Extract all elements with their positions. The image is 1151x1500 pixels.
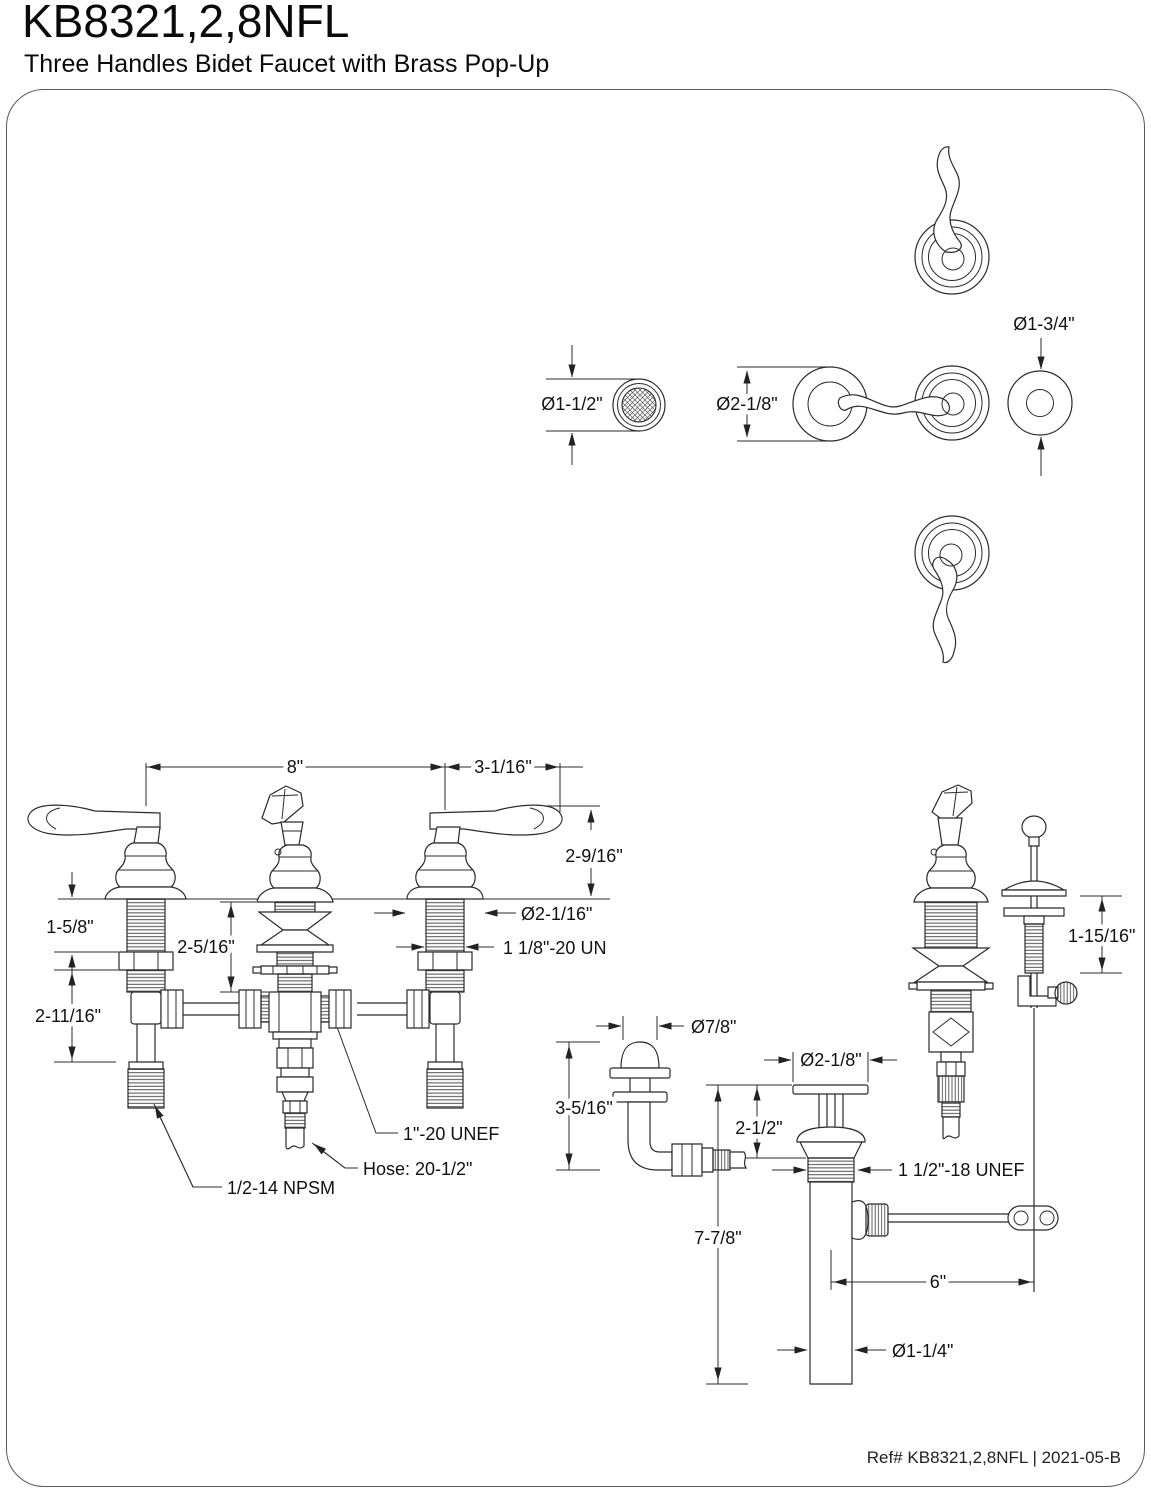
dimension-labels: Ø1-1/2" Ø2-1/8" Ø1-3/4" 8" 3-1/16" 2-9/1… [30, 314, 1140, 1361]
dim-supply-length: 2-11/16" [35, 1006, 101, 1026]
drawing-border [6, 89, 1145, 1487]
dim-overall-height: 7-7/8" [694, 1228, 741, 1248]
dim-escutcheon-diameter: Ø2-1/8" [716, 394, 777, 414]
dim-supply-thread: 1/2-14 NPSM [227, 1178, 335, 1198]
dim-lift-rod-height: 1-15/16" [1068, 926, 1135, 946]
popup-linkage [777, 1008, 1058, 1354]
dim-spread: 8" [287, 757, 303, 777]
left-handle [28, 805, 186, 1108]
faucet-front-view [28, 786, 610, 1149]
popup-drain [793, 1085, 888, 1384]
handle-top-view-middle [838, 366, 989, 440]
dim-shank-thread: 1 1/8"-20 UN [503, 938, 606, 958]
dim-body-thread: 1 1/2"-18 UNEF [898, 1160, 1024, 1180]
page-title: KB8321,2,8NFL [22, 0, 350, 47]
dim-center-depth: 2-5/16" [177, 937, 234, 957]
dim-aerator-diameter: Ø1-1/2" [541, 394, 602, 414]
dim-flange-height: 2-1/2" [735, 1118, 782, 1138]
dim-hose-length: Hose: 20-1/2" [363, 1159, 472, 1179]
handle-top-view-lower [915, 516, 989, 663]
page-subtitle: Three Handles Bidet Faucet with Brass Po… [24, 50, 550, 78]
sprayer-side-view [909, 785, 1077, 1139]
dim-tailpiece-diameter: Ø1-1/4" [892, 1341, 953, 1361]
dim-outlet-height: 3-5/16" [555, 1098, 612, 1118]
elbow-outlet [610, 1042, 746, 1176]
dim-handle-to-tip: 3-1/16" [474, 757, 531, 777]
dim-rod-length: 6" [930, 1272, 946, 1292]
dim-handle-height: 2-9/16" [565, 846, 622, 866]
lift-rod [1002, 816, 1077, 1008]
dim-spray-hose-thread: 1"-20 UNEF [403, 1124, 499, 1144]
dim-flange-diameter: Ø2-1/8" [800, 1050, 861, 1070]
right-handle [407, 805, 562, 1108]
handle-top-view-upper [915, 147, 989, 294]
dim-shank-exposed: 1-5/8" [46, 917, 93, 937]
aerator-top-view [613, 379, 665, 431]
washer-top-view [1008, 371, 1072, 435]
dim-outlet-diameter: Ø7/8" [691, 1017, 736, 1037]
dim-escutcheon-base-diameter: Ø2-1/16" [521, 904, 592, 924]
manifold [161, 990, 429, 1028]
center-sprayer [253, 786, 337, 1149]
dim-washer-diameter: Ø1-3/4" [1013, 314, 1074, 334]
reference-footer: Ref# KB8321,2,8NFL | 2021-05-B [866, 1448, 1121, 1467]
